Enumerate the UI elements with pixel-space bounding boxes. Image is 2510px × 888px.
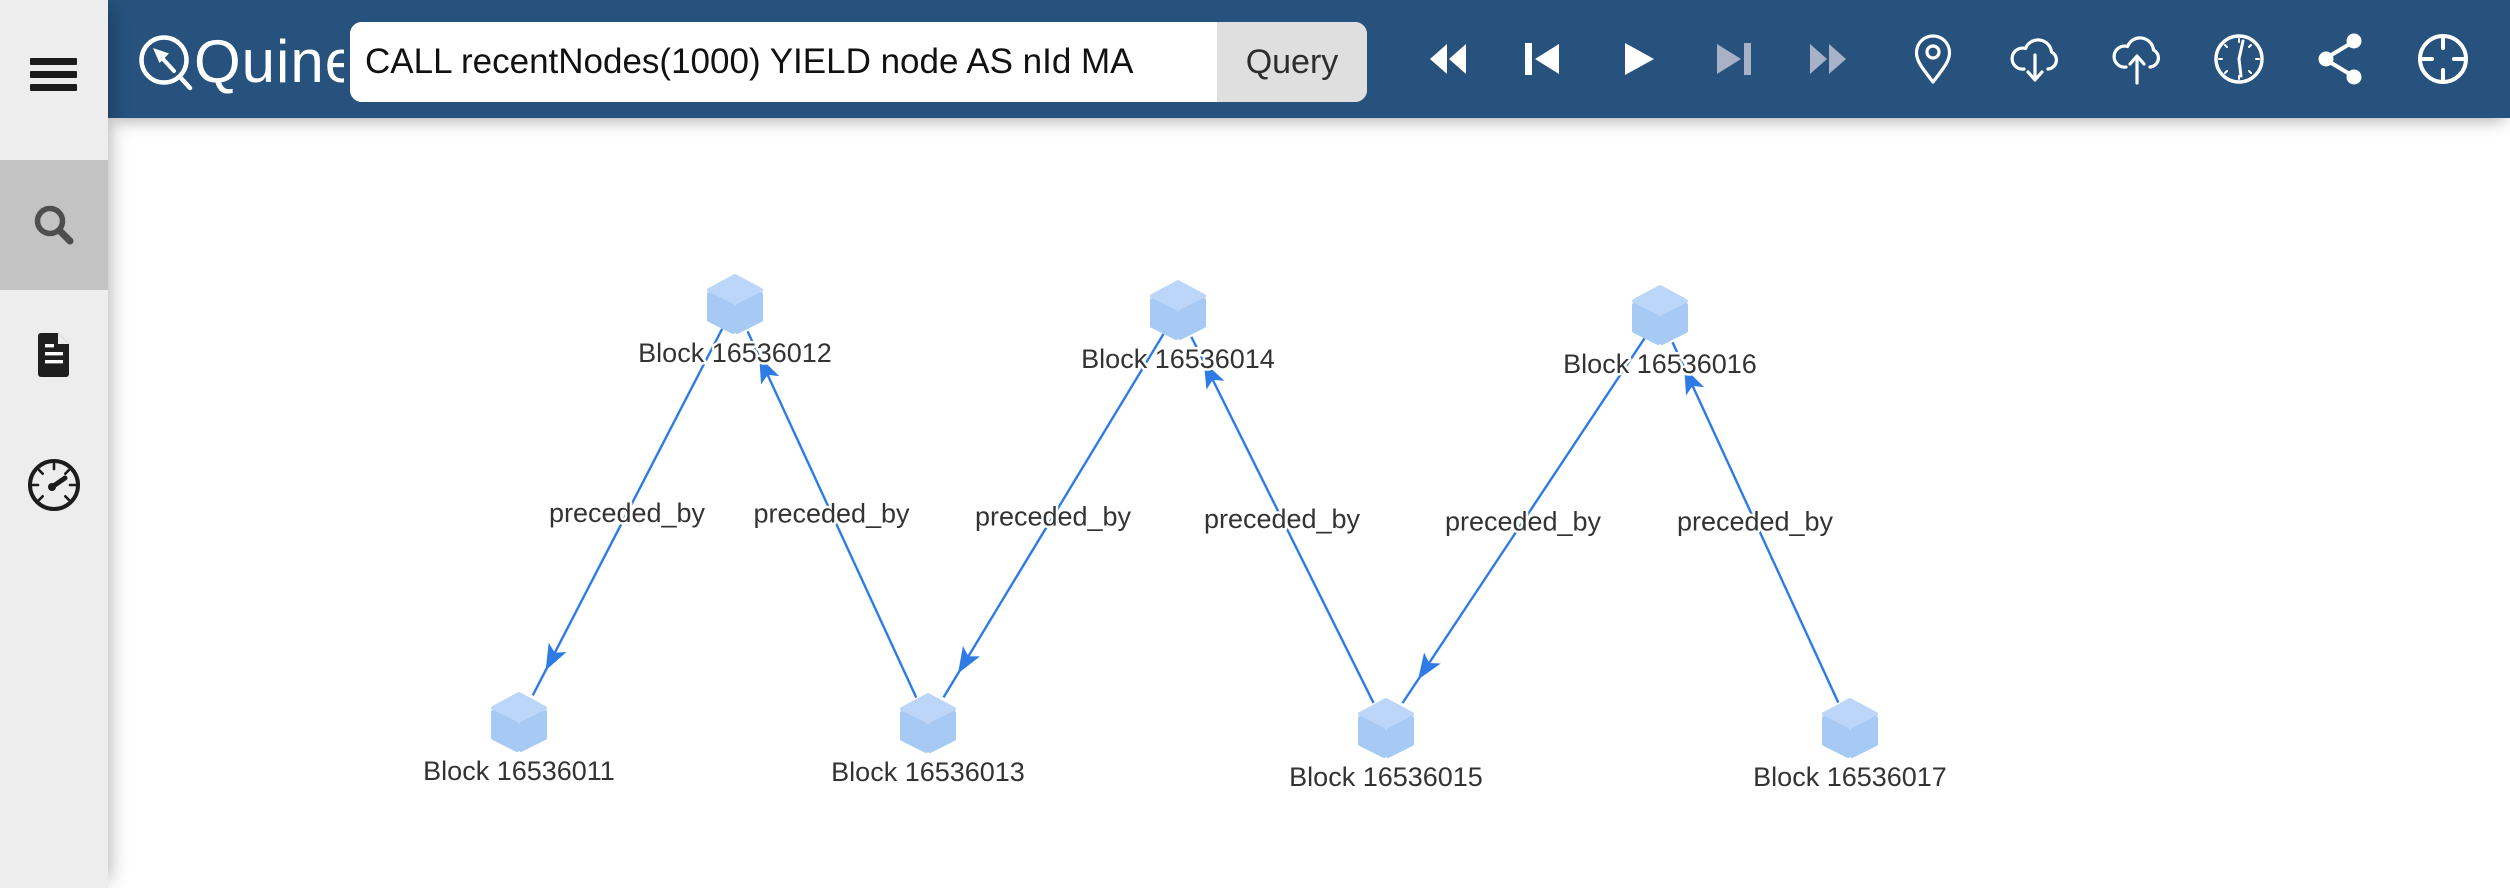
search-icon (34, 205, 74, 245)
playback-controls (1416, 0, 1860, 118)
edge-label: preceded_by (1677, 507, 1834, 537)
label-layer: preceded_by preceded_by preceded_by precede… (421, 336, 1950, 795)
fast-forward-icon (1810, 44, 1846, 74)
skip-to-end-button[interactable] (1701, 27, 1765, 91)
rewind-button[interactable] (1416, 27, 1480, 91)
rewind-icon (1430, 44, 1466, 74)
navbar-tools (1901, 0, 2475, 118)
speedometer-icon (28, 459, 80, 511)
graph-node-label: Block 16536012 (638, 338, 832, 368)
graph-edge (1190, 336, 1375, 704)
graph-edge (942, 333, 1165, 698)
skip-to-end-icon (1717, 43, 1751, 75)
upload-data-button[interactable] (2105, 27, 2169, 91)
node-layer (491, 274, 1878, 758)
edge-label: preceded_by (549, 498, 706, 528)
graph-node-cube-icon[interactable] (491, 692, 547, 752)
sidebar-items (0, 160, 108, 550)
recenter-view-button[interactable] (2411, 27, 2475, 91)
edge-arrowhead-icon (958, 645, 981, 674)
cloud-upload-icon (2112, 36, 2160, 85)
graph-edge (746, 330, 918, 699)
edge-label: preceded_by (1445, 507, 1602, 537)
graph-node-label: Block 16536017 (1753, 762, 1947, 792)
graph-edge (1671, 341, 1840, 704)
query-bar: Query (350, 22, 1367, 102)
edge-label: preceded_by (1204, 504, 1361, 534)
play-icon (1625, 43, 1654, 75)
share-button[interactable] (2309, 27, 2373, 91)
skip-to-start-button[interactable] (1511, 27, 1575, 91)
edge-arrowhead-icon (759, 356, 780, 385)
location-pin-icon (1914, 34, 1952, 84)
edge-layer (531, 328, 1840, 704)
edge-arrowhead-icon (1684, 367, 1705, 396)
graph-node-cube-icon[interactable] (1632, 285, 1688, 345)
edge-label: preceded_by (753, 499, 910, 529)
graph-node-cube-icon[interactable] (1358, 698, 1414, 758)
menu-button[interactable] (30, 58, 77, 97)
edge-arrowhead-icon (1203, 361, 1225, 390)
query-button[interactable]: Query (1217, 22, 1367, 102)
graph-node-cube-icon[interactable] (1822, 698, 1878, 758)
graph-node-label: Block 16536016 (1563, 349, 1757, 379)
clock-icon (2214, 34, 2264, 84)
document-icon (38, 333, 69, 377)
edge-label: preceded_by (975, 502, 1132, 532)
skip-to-start-icon (1525, 43, 1559, 75)
cloud-download-icon (2010, 38, 2058, 82)
graph-node-cube-icon[interactable] (1150, 280, 1206, 340)
query-input[interactable] (350, 22, 1217, 102)
graph-node-label: Block 16536013 (831, 757, 1025, 787)
graph-edge (1401, 337, 1646, 704)
crosshair-icon (2418, 34, 2468, 84)
sidebar-item-documentation[interactable] (0, 290, 108, 420)
sidebar (0, 0, 108, 888)
hamburger-icon (30, 58, 77, 65)
graph-node-label: Block 16536011 (423, 756, 615, 786)
edge-arrowhead-icon (545, 642, 567, 671)
edge-arrowhead-icon (1418, 652, 1441, 680)
fast-forward-button[interactable] (1796, 27, 1860, 91)
quine-logo[interactable]: Quine (132, 20, 344, 96)
history-button[interactable] (2207, 27, 2271, 91)
graph-node-label: Block 16536014 (1081, 344, 1275, 374)
play-button[interactable] (1606, 27, 1670, 91)
download-data-button[interactable] (2003, 27, 2067, 91)
graph-node-label: Block 16536015 (1289, 762, 1483, 792)
top-navbar: Quine Query (108, 0, 2510, 118)
sidebar-item-search[interactable] (0, 160, 108, 290)
graph-node-cube-icon[interactable] (900, 693, 956, 753)
geolocation-button[interactable] (1901, 27, 1965, 91)
logo-text: Quine (194, 28, 344, 95)
share-icon (2318, 33, 2362, 85)
sidebar-item-metrics[interactable] (0, 420, 108, 550)
logo-cursor-arrow-icon (153, 48, 169, 63)
graph-node-cube-icon[interactable] (707, 274, 763, 334)
logo-q-icon (139, 35, 193, 91)
graph-edge (531, 328, 724, 696)
